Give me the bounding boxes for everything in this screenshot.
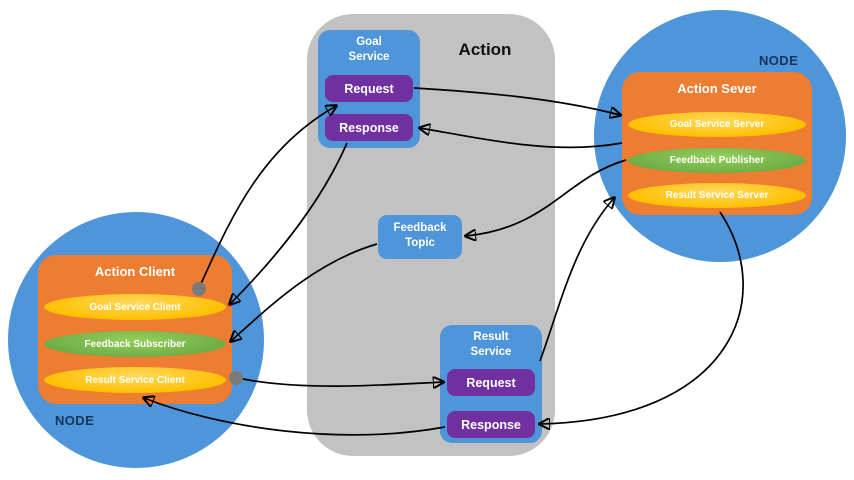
goal-response-server-arrow (420, 128, 623, 149)
goal-response-box: Response (325, 114, 413, 141)
action-panel-title: Action (458, 40, 512, 59)
result-service-box: Result Service Request Response (440, 325, 542, 443)
result-client-connector-dot (229, 371, 243, 385)
result-request-server-arrow (539, 198, 614, 362)
client-node-label: NODE (55, 413, 95, 428)
result-service-title: Result Service (470, 331, 512, 358)
goal-service-client-ellipse: Goal Service Client (44, 294, 226, 320)
goal-service-server-ellipse: Goal Service Server (628, 112, 806, 137)
result-service-client-ellipse: Result Service Client (44, 367, 226, 393)
feedback-publisher-ellipse: Feedback Publisher (628, 148, 806, 173)
action-server-box: Action Sever Goal Service Server Feedbac… (622, 72, 812, 215)
result-request-box: Request (447, 369, 535, 396)
goal-request-client-arrow (198, 106, 336, 289)
server-node-label: NODE (759, 53, 799, 68)
result-response-server-arrow (540, 211, 744, 424)
goal-service-title: Goal Service (348, 36, 390, 63)
feedback-topic-title: Feedback Topic (393, 222, 447, 249)
action-client-box: Action Client Goal Service Client Feedba… (38, 255, 232, 404)
action-client-title: Action Client (94, 264, 176, 279)
feedback-subscribe-arrow (231, 243, 378, 341)
result-response-client-arrow (144, 398, 446, 436)
goal-response-client-arrow (230, 142, 348, 304)
feedback-subscriber-ellipse: Feedback Subscriber (44, 331, 226, 357)
result-request-client-arrow (242, 379, 443, 386)
goal-request-box: Request (325, 75, 413, 102)
goal-client-connector-dot (192, 282, 206, 296)
feedback-publish-arrow (466, 159, 627, 236)
feedback-topic-box: Feedback Topic (378, 215, 462, 259)
result-response-box: Response (447, 411, 535, 438)
result-service-server-ellipse: Result Service Server (628, 183, 806, 208)
goal-service-box: Goal Service Request Response (318, 30, 420, 148)
goal-request-server-arrow (413, 87, 620, 115)
action-server-title: Action Sever (677, 81, 757, 96)
